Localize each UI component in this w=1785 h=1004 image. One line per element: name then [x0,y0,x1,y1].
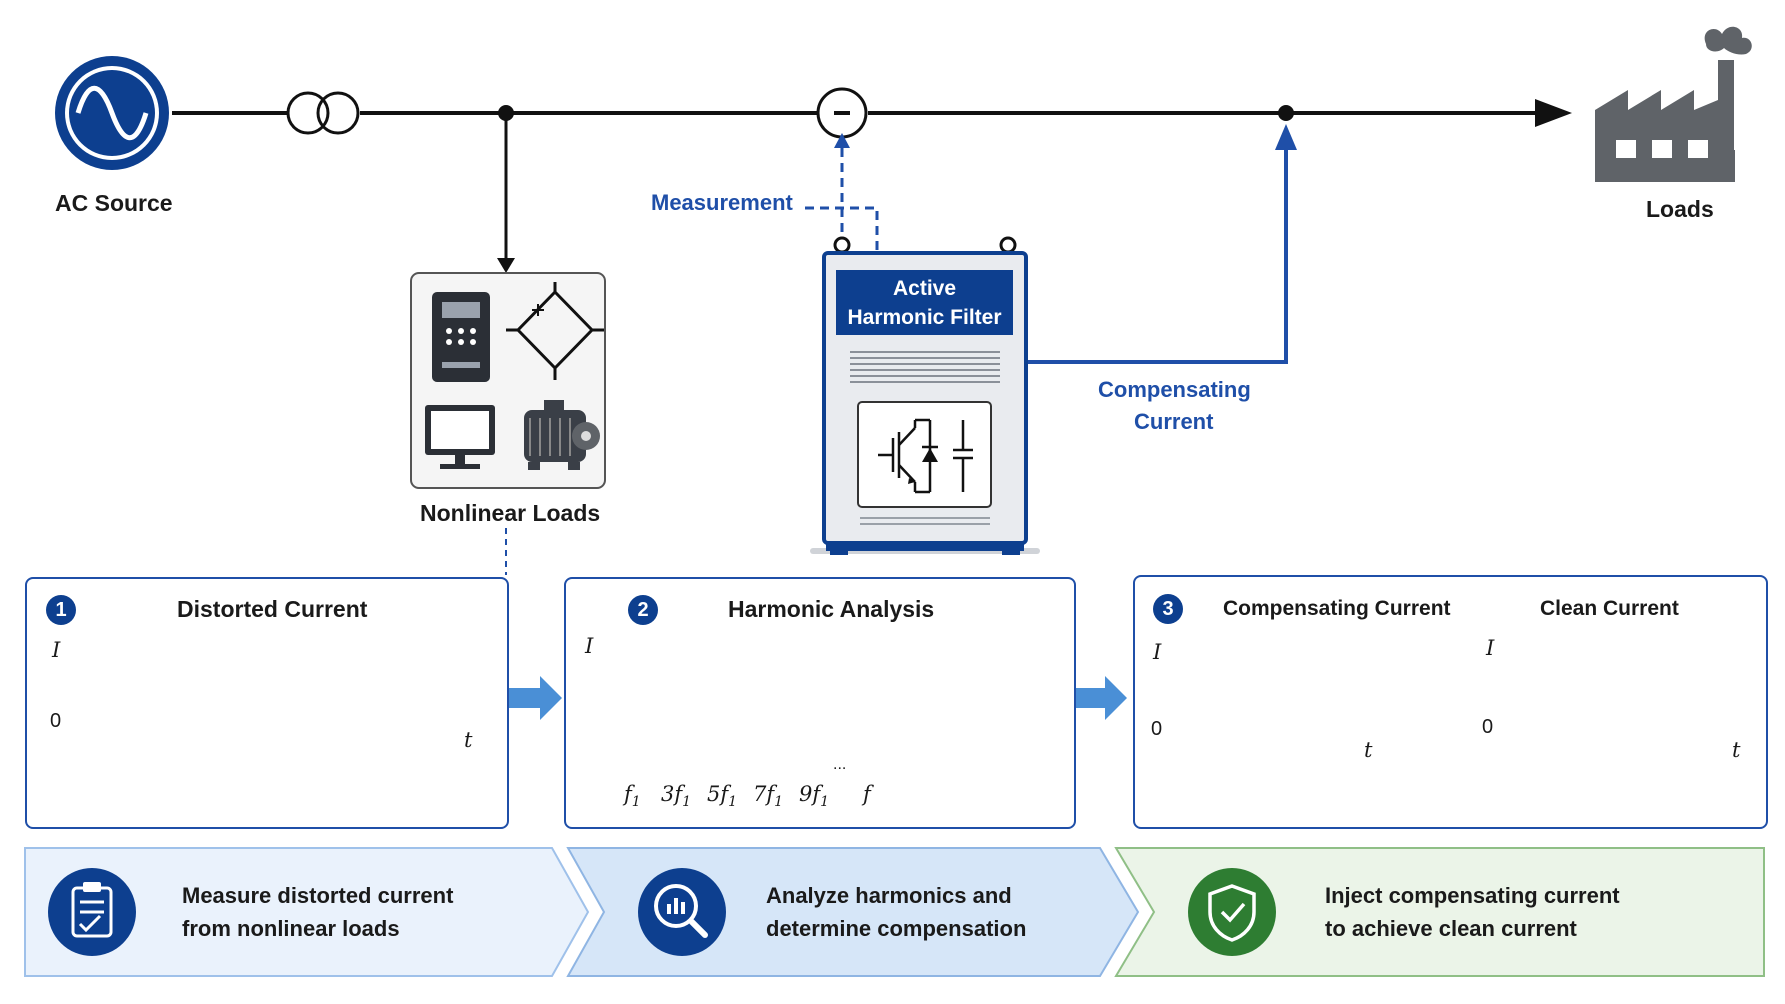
harmonic-tick-text: 3f [661,782,683,806]
panel2-ellipsis: ... [833,756,847,773]
ahf-title-plate: Active Harmonic Filter [836,270,1013,335]
step-number-1: 1 [46,595,76,625]
panel1-title: Distorted Current [177,596,368,622]
harmonic-tick-subscript: 1 [820,794,830,811]
step-1-line2: from nonlinear loads [182,916,400,941]
panel3-zero-left: 0 [1151,718,1163,740]
panel3-title-left: Compensating Current [1223,597,1451,620]
panel3-y-label-right: I [1486,636,1495,660]
panel1-y-label: I [52,638,61,662]
step-number-2: 2 [628,595,658,625]
harmonic-tick-5: 9f1 [799,782,829,810]
harmonic-tick-text: 5f [707,782,729,806]
panel2-title: Harmonic Analysis [728,596,935,622]
step-3-chevron [1114,847,1765,977]
step-3-text: Inject compensating current to achieve c… [1325,879,1620,945]
harmonic-tick-2: 3f1 [661,782,691,810]
nonlinear-loads-box [410,272,606,489]
measurement-line-2 [805,206,879,252]
step-number-3: 3 [1153,594,1183,624]
harmonic-tick-text: 7f [753,782,775,806]
flow-arrow-2 [1072,676,1127,720]
compensating-current-label-line2: Current [1134,409,1214,434]
panel1-x-label: t [464,728,473,752]
compensating-line [1026,140,1288,364]
measurement-label: Measurement [651,190,793,215]
harmonic-tick-4: 7f1 [753,782,783,810]
harmonic-tick-text: 9f [799,782,821,806]
transformer-icon [286,91,360,135]
panel-compensation [1133,575,1768,829]
shield-check-icon [1188,868,1276,956]
step-2-line1: Analyze harmonics and [766,883,1012,908]
compensating-arrowhead [1275,124,1297,150]
panel3-x-label-right: t [1732,738,1741,762]
harmonic-tick-1: f1 [624,782,641,810]
compensating-current-label-line1: Compensating [1098,377,1251,402]
panel2-x-label: f [863,782,871,806]
factory-icon [1595,26,1752,182]
clipboard-icon [48,868,136,956]
panel3-x-label-left: t [1364,738,1373,762]
harmonic-tick-3: 5f1 [707,782,737,810]
ahf-title-line2: Harmonic Filter [847,306,1002,329]
junction-dot-comp [1278,105,1294,121]
step-2-text: Analyze harmonics and determine compensa… [766,879,1026,945]
panel3-y-label-left: I [1153,640,1162,664]
drive-icon [432,292,490,382]
magnifier-chart-icon [638,868,726,956]
step-1-line1: Measure distorted current [182,883,454,908]
panel3-zero-right: 0 [1482,716,1494,738]
loads-label: Loads [1646,196,1714,222]
panel3-title-right: Clean Current [1540,597,1679,620]
harmonic-tick-text: f [624,782,632,806]
step-2-line2: determine compensation [766,916,1027,941]
panel1-zero-label: 0 [50,710,62,732]
monitor-icon [425,405,495,469]
ac-source-label: AC Source [55,190,173,216]
harmonic-tick-subscript: 1 [631,794,641,811]
step-1-chevron [24,847,590,977]
ac-source-icon [55,56,169,170]
flow-arrow-1 [507,676,562,720]
step-1-text: Measure distorted current from nonlinear… [182,879,453,945]
nonlinear-loads-label: Nonlinear Loads [420,500,601,526]
motor-icon [524,400,600,470]
step-3-line1: Inject compensating current [1325,883,1620,908]
panel-distorted-current [25,577,509,829]
harmonic-tick-subscript: 1 [774,794,784,811]
loads-branch-arrow [497,258,515,273]
ahf-title-line1: Active [892,277,957,300]
panel2-y-label: I [585,634,594,658]
harmonic-tick-subscript: 1 [682,794,692,811]
current-sensor-icon [816,87,868,148]
harmonic-tick-subscript: 1 [728,794,738,811]
rectifier-icon [506,282,604,380]
step-3-line2: to achieve clean current [1325,916,1577,941]
bus-arrowhead [1535,99,1572,127]
